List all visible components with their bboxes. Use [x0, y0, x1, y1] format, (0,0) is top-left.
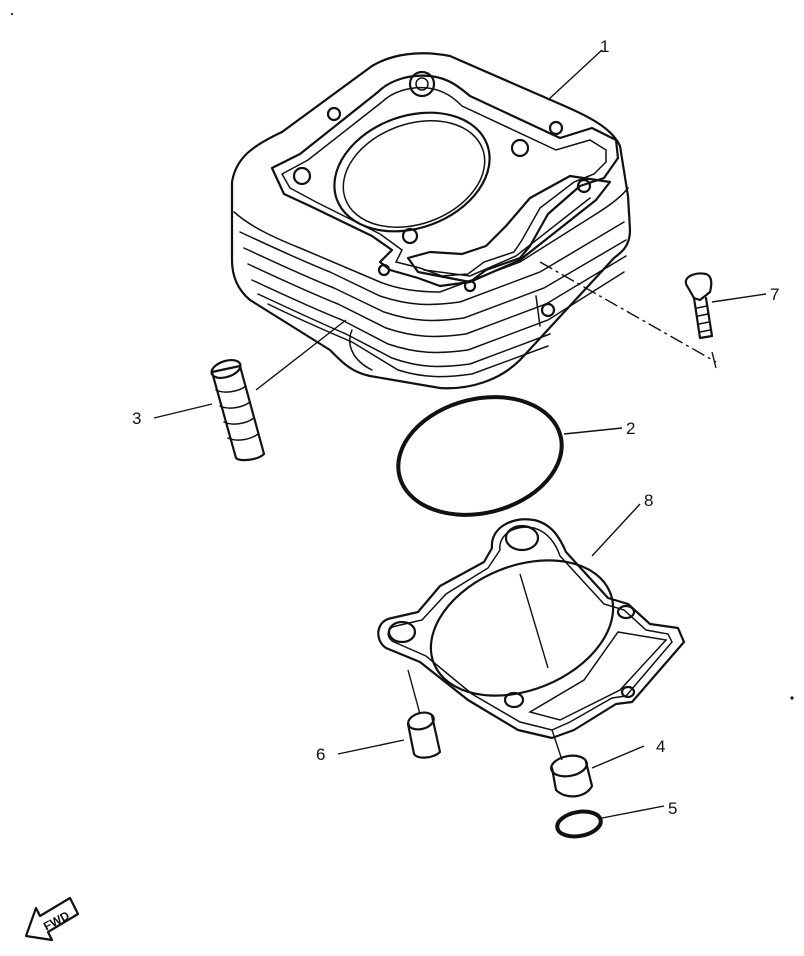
callout-6: 6 — [316, 745, 325, 764]
callout-2: 2 — [626, 419, 635, 438]
callout-1: 1 — [600, 37, 609, 56]
callout-8: 8 — [644, 491, 653, 510]
cylinder-block — [230, 52, 632, 390]
o-ring-small — [555, 809, 603, 839]
forward-arrow-icon: FWD — [24, 896, 80, 942]
callout-7: 7 — [770, 285, 779, 304]
bushing — [550, 754, 594, 798]
cylinder-bolt — [684, 272, 714, 340]
scan-specks — [10, 12, 794, 700]
dowel-pin-long — [210, 358, 266, 462]
callout-3: 3 — [132, 409, 141, 428]
alignment-lines — [407, 261, 717, 761]
callout-labels: 1 2 3 4 5 6 7 8 — [132, 37, 779, 818]
callout-leaders — [153, 49, 767, 819]
cylinder-gasket — [377, 518, 686, 740]
o-ring-large — [396, 395, 564, 517]
dowel-collar — [406, 711, 442, 759]
callout-5: 5 — [668, 799, 677, 818]
callout-4: 4 — [656, 737, 665, 756]
